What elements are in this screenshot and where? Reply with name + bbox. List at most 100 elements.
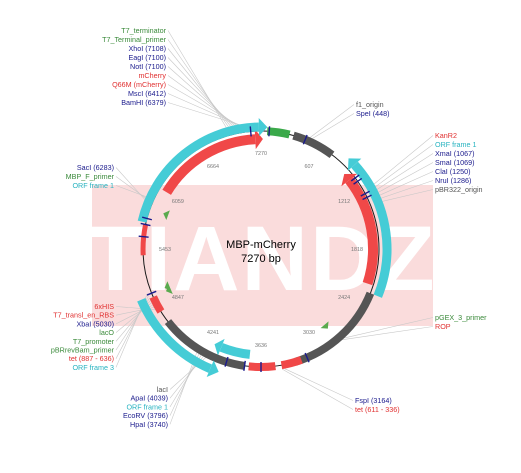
rop-arc — [280, 356, 303, 370]
lacO-marker — [164, 281, 172, 291]
restriction-site-ticks — [138, 126, 372, 372]
restriction-site-tick — [304, 352, 310, 363]
leader-line — [370, 162, 434, 197]
leader-line — [369, 153, 434, 195]
leader-line — [374, 189, 434, 204]
restriction-site-tick — [249, 126, 252, 137]
leader-line — [115, 176, 150, 201]
leader-line — [115, 167, 149, 204]
restriction-site-tick — [353, 177, 363, 185]
leader-line — [115, 185, 151, 199]
plasmid-name: MBP-mCherry — [226, 239, 296, 251]
leader-line — [312, 113, 355, 139]
feature-label: ORF frame 1 — [72, 181, 114, 190]
orf-frame1-top-arc-arrowhead — [258, 118, 268, 137]
feature-label: lacO — [99, 328, 114, 337]
leader-line — [167, 39, 232, 131]
restriction-site-tick — [362, 194, 372, 201]
tet-arc — [248, 362, 276, 372]
laci-arc — [164, 319, 246, 370]
restriction-site-tick — [243, 360, 246, 371]
feature-label: SacI (6283) — [77, 163, 114, 172]
t7-terminator-arc — [266, 127, 291, 139]
restriction-site-tick — [302, 134, 308, 145]
feature-label: pBR322_origin — [435, 185, 483, 194]
restriction-site-tick — [140, 222, 151, 227]
leader-line — [167, 84, 244, 129]
position-tick-label: 6664 — [207, 164, 219, 170]
orf-frame1-right-arc-arrowhead — [347, 158, 362, 171]
restriction-site-tick — [138, 235, 149, 238]
kanr2-arc — [345, 176, 378, 286]
feature-label: MscI (6412) — [128, 89, 166, 98]
leader-line — [282, 368, 354, 410]
lower-red-block-arc — [149, 295, 165, 314]
feature-label: EcoRV (3796) — [123, 411, 168, 420]
feature-label: tet (611 - 336) — [355, 405, 400, 414]
feature-label: ORF frame 3 — [72, 363, 114, 372]
pgex3-primer-marker — [320, 321, 329, 329]
position-tick-label: 7270 — [255, 151, 267, 157]
feature-label: tet (887 - 636) — [69, 354, 114, 363]
feature-label: pBRrevBam_primer — [51, 346, 115, 355]
leader-line — [167, 93, 247, 129]
feature-label: NotI (7100) — [130, 62, 166, 71]
restriction-site-tick — [146, 290, 157, 296]
feature-label: FspI (3164) — [355, 396, 392, 405]
leader-line — [367, 135, 434, 190]
leader-line — [167, 30, 229, 132]
position-tick-label: 607 — [305, 164, 314, 170]
feature-label: lacI — [157, 385, 168, 394]
orf-frame3-arc-arrowhead — [206, 360, 219, 377]
plasmid-length: 7270 bp — [241, 253, 281, 265]
feature-arcs — [137, 118, 392, 377]
mbp-f-primer-marker — [163, 210, 170, 221]
feature-label: NruI (1286) — [435, 176, 471, 185]
leader-line — [368, 144, 434, 192]
feature-label: f1_origin — [356, 100, 384, 109]
orf-frame3-arc — [137, 297, 213, 373]
restriction-site-tick — [360, 190, 370, 197]
position-tick-label: 1818 — [351, 247, 363, 253]
leader-line — [310, 104, 355, 138]
feature-label: T7_Terminal_primer — [102, 35, 167, 44]
feature-label: HpaI (3740) — [130, 420, 168, 429]
feature-label: T7_transl_en_RBS — [53, 311, 114, 320]
feature-label: ORF frame 1 — [435, 140, 477, 149]
leader-line — [167, 48, 234, 131]
orf-frame1-right-arc — [351, 161, 392, 298]
orf-frame1-bottom-arc-arrowhead — [214, 338, 225, 356]
feature-label: ROP — [435, 322, 451, 331]
position-tick-label: 3636 — [255, 343, 267, 349]
position-tick-label: 1212 — [338, 199, 350, 205]
upper-red-mark-arc — [140, 223, 149, 256]
position-ticks: 7270607121218182424303036364241484754536… — [159, 151, 363, 349]
leader-line — [342, 326, 434, 340]
feature-label: KanR2 — [435, 131, 457, 140]
position-tick-label: 4847 — [172, 295, 184, 301]
kanr2-arc-arrowhead — [341, 173, 358, 187]
feature-label: XhoI (7108) — [128, 44, 166, 53]
restriction-site-tick — [350, 174, 360, 182]
feature-label: 6xHIS — [94, 302, 114, 311]
position-tick-label: 6059 — [172, 199, 184, 205]
feature-label: ORF frame 1 — [126, 402, 168, 411]
orf-frame1-top-arc — [137, 122, 259, 223]
feature-label: SmaI (1069) — [435, 158, 475, 167]
leader-line — [371, 171, 434, 199]
feature-label: BamHI (6379) — [121, 98, 166, 107]
position-tick-label: 5453 — [159, 247, 171, 253]
f1-origin-arc — [292, 131, 335, 159]
position-tick-label: 3030 — [303, 330, 315, 336]
feature-label: pGEX_3_primer — [435, 313, 487, 322]
feature-label: EagI (7100) — [128, 53, 166, 62]
feature-label: Q66M (mCherry) — [112, 80, 166, 89]
feature-label: T7_terminator — [121, 26, 166, 35]
feature-label: XbaI (5030) — [76, 319, 114, 328]
feature-label: SpeI (448) — [356, 109, 390, 118]
feature-label: XmaI (1067) — [435, 149, 475, 158]
feature-label: mCherry — [138, 71, 166, 80]
